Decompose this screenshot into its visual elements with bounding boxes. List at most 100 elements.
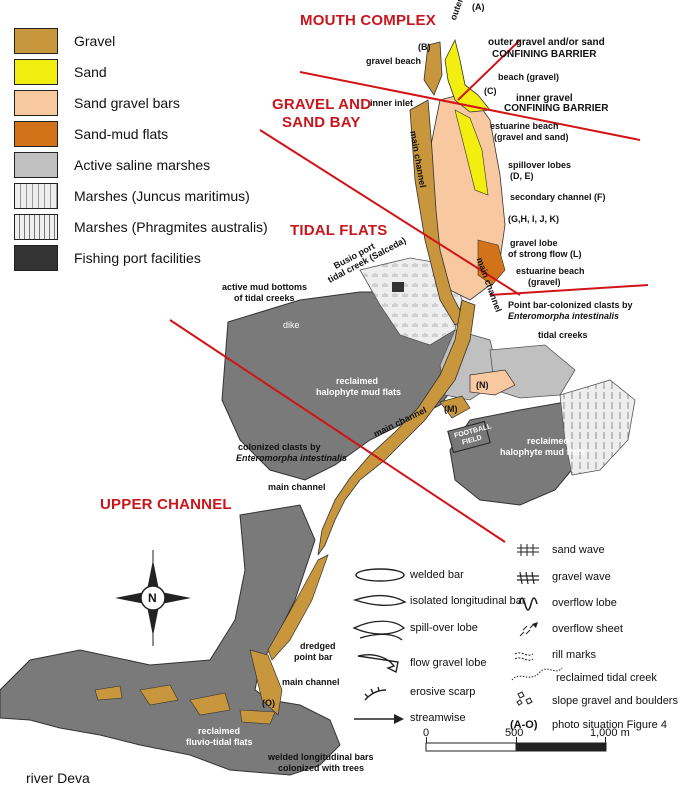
label-inner-inlet: inner inlet xyxy=(370,98,414,108)
key-gravel-wave: gravel wave xyxy=(552,571,611,583)
zone-sand-bay: SAND BAY xyxy=(282,114,361,131)
label-reclaimed-2a: reclaimed xyxy=(527,436,570,446)
zone-line-tidal xyxy=(259,129,521,296)
legend-swatch-marshes-phragmites xyxy=(14,214,58,240)
legend-item-sand-gravel-bars: Sand gravel bars xyxy=(14,89,180,117)
legend-item-marshes-juncus: Marshes (Juncus maritimus) xyxy=(14,182,250,210)
zone-upper-channel: UPPER CHANNEL xyxy=(100,496,232,513)
legend-swatch-sand xyxy=(14,59,58,85)
label-gravel-lobe-2: of strong flow (L) xyxy=(508,249,582,259)
key-isolated-bar: isolated longitudinal bar xyxy=(410,595,526,607)
sand-strip-inner xyxy=(454,109,489,196)
zone-gravel-and: GRAVEL AND xyxy=(272,96,372,113)
key-boulders: slope gravel and boulders xyxy=(552,695,678,707)
legend-item-sand-mud-flats: Sand-mud flats xyxy=(14,120,168,148)
welded-bar-icon xyxy=(355,568,405,582)
key-spill-over-lobe: spill-over lobe xyxy=(410,622,478,634)
label-outer-barrier-2: CONFINING BARRIER xyxy=(492,49,597,60)
key-erosive-scarp: erosive scarp xyxy=(410,686,476,698)
label-inner-barrier-1: inner gravel xyxy=(516,93,573,104)
label-inner-barrier-2: CONFINING BARRIER xyxy=(504,103,609,114)
label-active-mud-1: active mud bottoms xyxy=(222,282,308,292)
gravel-main-channel-bank xyxy=(409,99,466,326)
legend-swatch-sand-mud-flats xyxy=(14,121,58,147)
scale-bar xyxy=(425,737,607,752)
fluvio-bar-2 xyxy=(189,692,231,716)
scale-label-end: 1,000 m xyxy=(590,727,630,739)
label-beach-gravel: beach (gravel) xyxy=(498,72,560,82)
key-streamwise: streamwise xyxy=(410,712,466,724)
label-gravel-beach: gravel beach xyxy=(366,56,422,66)
label-main-channel-bottom: main channel xyxy=(282,677,340,687)
photo-label-c: (C) xyxy=(484,86,497,96)
photo-label-n: (N) xyxy=(476,380,489,390)
label-estuarine-beach2-2: (gravel) xyxy=(528,277,561,287)
legend-item-gravel: Gravel xyxy=(14,27,115,55)
label-secondary-channel: secondary channel (F) xyxy=(510,192,606,202)
upper-channel-bar-2 xyxy=(249,649,283,716)
label-colonized-1: colonized clasts by xyxy=(238,442,321,452)
label-gravel-lobe-1: gravel lobe xyxy=(510,238,558,248)
legend-label: Gravel xyxy=(74,33,116,49)
photo-label-m: (M) xyxy=(444,404,458,414)
label-active-mud-2: of tidal creeks xyxy=(234,293,295,303)
legend-swatch-fishing-port xyxy=(14,245,58,271)
north-letter: N xyxy=(148,591,157,605)
label-point-bar-2: Enteromorpha intestinalis xyxy=(508,311,620,321)
rill-marks-icon xyxy=(514,652,534,661)
label-spillover-1: spillover lobes xyxy=(508,160,572,170)
legend-item-sand: Sand xyxy=(14,58,107,86)
marsh-phragmites-area xyxy=(559,379,636,476)
scale-label-mid: 500 xyxy=(505,727,524,739)
label-welded-1: welded longitudinal bars xyxy=(268,752,374,762)
label-estuarine-beach-1: estuarine beach xyxy=(490,121,559,131)
label-dike: dike xyxy=(283,320,300,330)
label-g-to-k: (G,H, I, J, K) xyxy=(508,214,560,224)
gravel-channel-bar xyxy=(317,299,476,556)
legend-label: Sand xyxy=(74,64,107,80)
key-welded-bar: welded bar xyxy=(410,569,464,581)
isolated-bar-icon xyxy=(352,594,407,607)
legend-label: Active saline marshes xyxy=(74,157,211,173)
key-overflow-sheet: overflow sheet xyxy=(552,623,623,635)
zone-line-mouth-gravel xyxy=(299,71,641,141)
legend-item-marshes-phragmites: Marshes (Phragmites australis) xyxy=(14,213,268,241)
label-reclaimed-2b: halophyte mud flats xyxy=(500,447,586,457)
photo-label-o: (O) xyxy=(262,698,275,708)
reclaimed-fluvio-tidal-flats xyxy=(0,504,341,776)
gravel-wave-icon xyxy=(517,571,539,585)
legend: Gravel Sand Sand gravel bars Sand-mud fl… xyxy=(0,0,300,280)
overflow-sheet-icon xyxy=(519,622,538,637)
legend-swatch-sand-gravel-bars xyxy=(14,90,58,116)
photo-label-b: (B) xyxy=(418,42,431,52)
label-reclaimed-1b: halophyte mud flats xyxy=(316,387,402,397)
legend-label: Fishing port facilities xyxy=(74,250,201,266)
fluvio-bar-3 xyxy=(94,685,123,701)
label-spillover-2: (D, E) xyxy=(510,171,534,181)
key-flow-gravel-lobe: flow gravel lobe xyxy=(410,657,487,669)
label-point-bar-1: Point bar-colonized clasts by xyxy=(508,300,633,310)
key-photo-note: photo situation Figure 4 xyxy=(552,719,667,731)
key-rill-marks: rill marks xyxy=(552,649,596,661)
legend-label: Sand gravel bars xyxy=(74,95,180,111)
sand-barrier xyxy=(444,38,491,113)
key-reclaimed-creek: reclaimed tidal creek xyxy=(556,672,657,684)
fluvio-bar-4 xyxy=(239,709,276,725)
fluvio-bar-1 xyxy=(139,684,179,706)
zone-tidal-flats: TIDAL FLATS xyxy=(290,222,388,239)
fishing-port-block xyxy=(392,282,404,292)
key-photo-code: (A-O) xyxy=(510,719,538,731)
legend-label: Marshes (Juncus maritimus) xyxy=(74,188,250,204)
football-field xyxy=(447,420,491,454)
flow-gravel-lobe-icon xyxy=(357,654,399,674)
label-dredged-2: point bar xyxy=(294,652,333,662)
label-outer-barrier-1: outer gravel and/or sand xyxy=(488,37,605,48)
label-reclaimed-1a: reclaimed xyxy=(336,376,379,386)
zone-mouth-complex: MOUTH COMPLEX xyxy=(300,12,436,29)
zone-line-tidal-right xyxy=(489,284,649,296)
label-reclaimed-3a: reclaimed xyxy=(198,726,241,736)
label-colonized-2: Enteromorpha intestinalis xyxy=(236,453,348,463)
legend-swatch-active-saline-marshes xyxy=(14,152,58,178)
north-arrow-icon xyxy=(115,550,191,646)
legend-label: Sand-mud flats xyxy=(74,126,169,142)
